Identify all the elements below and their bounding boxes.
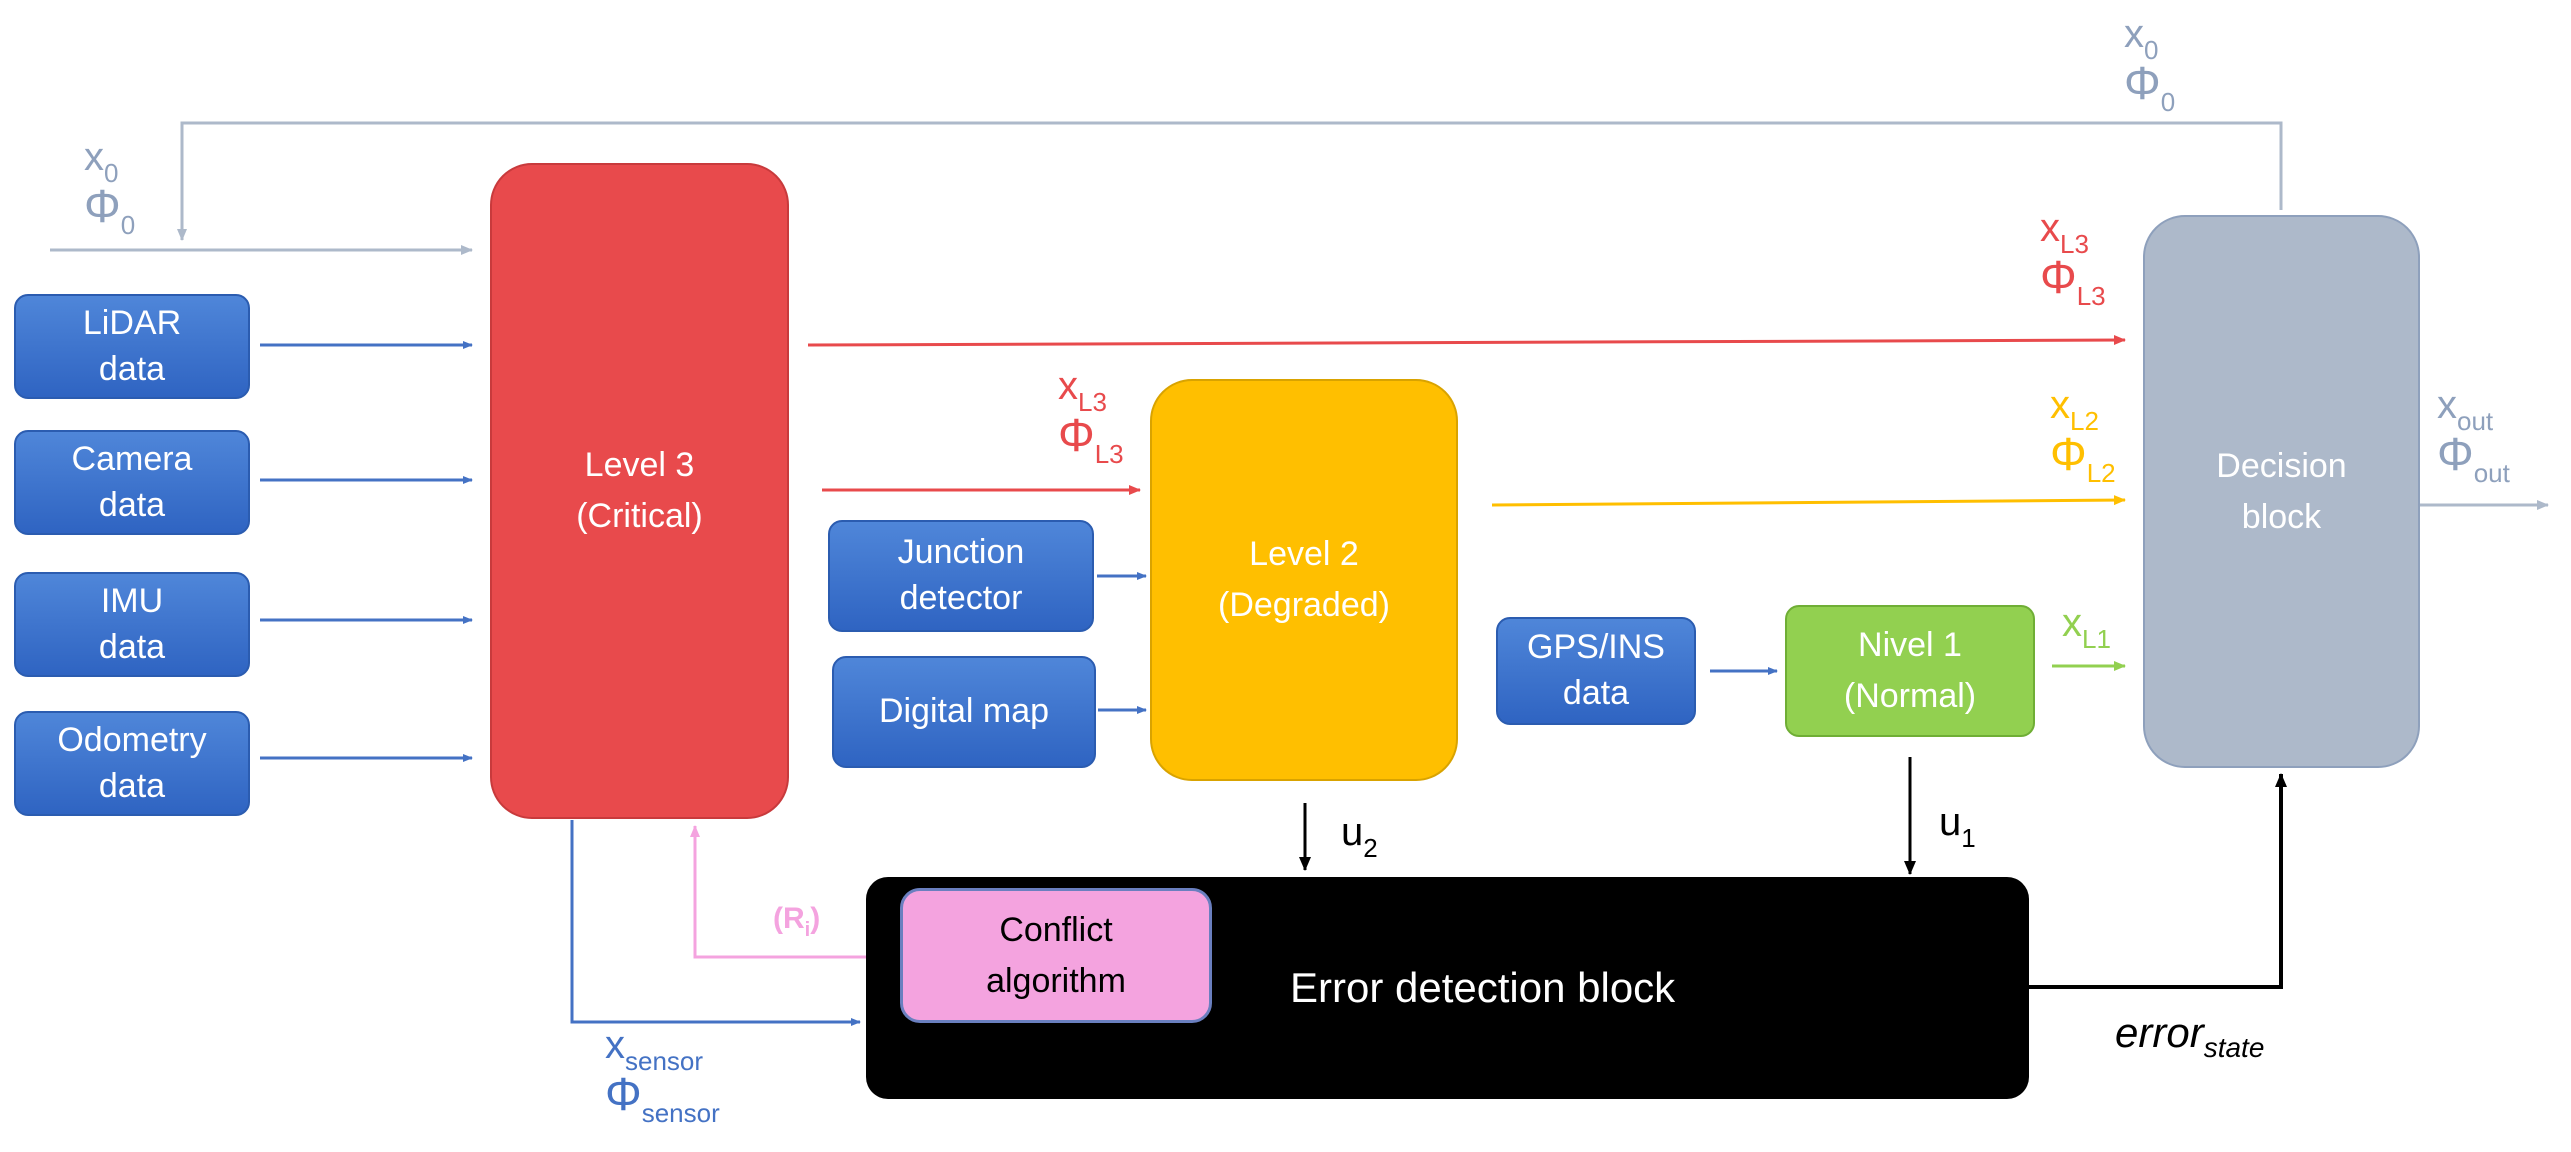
x0-feedback-label: x0 Φ0 — [2124, 12, 2176, 117]
digital-map-box: Digital map — [832, 656, 1096, 768]
level2-label: Level 2 (Degraded) — [1218, 535, 1390, 624]
conflict-algorithm-label: Conflict algorithm — [986, 910, 1126, 1000]
xl3-mid-label: xL3 ΦL3 — [1058, 364, 1124, 469]
error-state-label: errorstate — [2115, 1009, 2265, 1063]
junction-detector-box: Junction detector — [828, 520, 1094, 632]
arrow-error-state — [2029, 773, 2287, 989]
level3-critical-block: Level 3 (Critical) — [490, 163, 789, 819]
decision-block: Decision block — [2143, 215, 2420, 768]
xl1-label: xL1 — [2062, 601, 2111, 654]
nivel1-normal-block: Nivel 1 (Normal) — [1785, 605, 2035, 737]
xsensor-label: xsensor Φsensor — [605, 1023, 720, 1128]
imu-data-box: IMU data — [14, 572, 250, 677]
imu-data-label: IMU data — [98, 581, 166, 666]
xl2-label: xL2 ΦL2 — [2050, 383, 2116, 488]
u2-label: u2 — [1341, 810, 1378, 863]
camera-data-label: Camera data — [71, 439, 193, 524]
lidar-data-box: LiDAR data — [14, 294, 250, 399]
arrow-xsensor — [570, 820, 861, 1026]
ri-label: (Ri) — [773, 902, 821, 941]
level2-degraded-block: Level 2 (Degraded) — [1150, 379, 1458, 781]
gps-ins-data-box: GPS/INS data — [1496, 617, 1696, 725]
nivel1-label: Nivel 1 (Normal) — [1843, 626, 1977, 715]
conflict-algorithm-block: Conflict algorithm — [900, 888, 1212, 1023]
arrow-level2-to-decision — [1491, 495, 2126, 507]
odometry-data-label: Odometry data — [57, 720, 207, 805]
error-detection-label: Error detection block — [1290, 964, 1676, 1011]
xout-label: xout Φout — [2437, 383, 2510, 488]
lidar-data-label: LiDAR data — [82, 303, 182, 388]
decision-label: Decision block — [2216, 446, 2347, 536]
junction-detector-label: Junction detector — [897, 533, 1025, 617]
arrow-x0-feedback — [177, 121, 2283, 241]
xl3-top-label: xL3 ΦL3 — [2040, 206, 2106, 311]
odometry-data-box: Odometry data — [14, 711, 250, 816]
u1-label: u1 — [1939, 800, 1976, 853]
digital-map-label: Digital map — [878, 692, 1050, 731]
camera-data-box: Camera data — [14, 430, 250, 535]
level3-label: Level 3 (Critical) — [576, 446, 703, 535]
arrow-level3-to-decision — [807, 335, 2126, 347]
gps-ins-label: GPS/INS data — [1527, 628, 1665, 712]
arrow-ri-feedback — [690, 825, 900, 959]
x0-input-label: x0 Φ0 — [84, 135, 136, 240]
